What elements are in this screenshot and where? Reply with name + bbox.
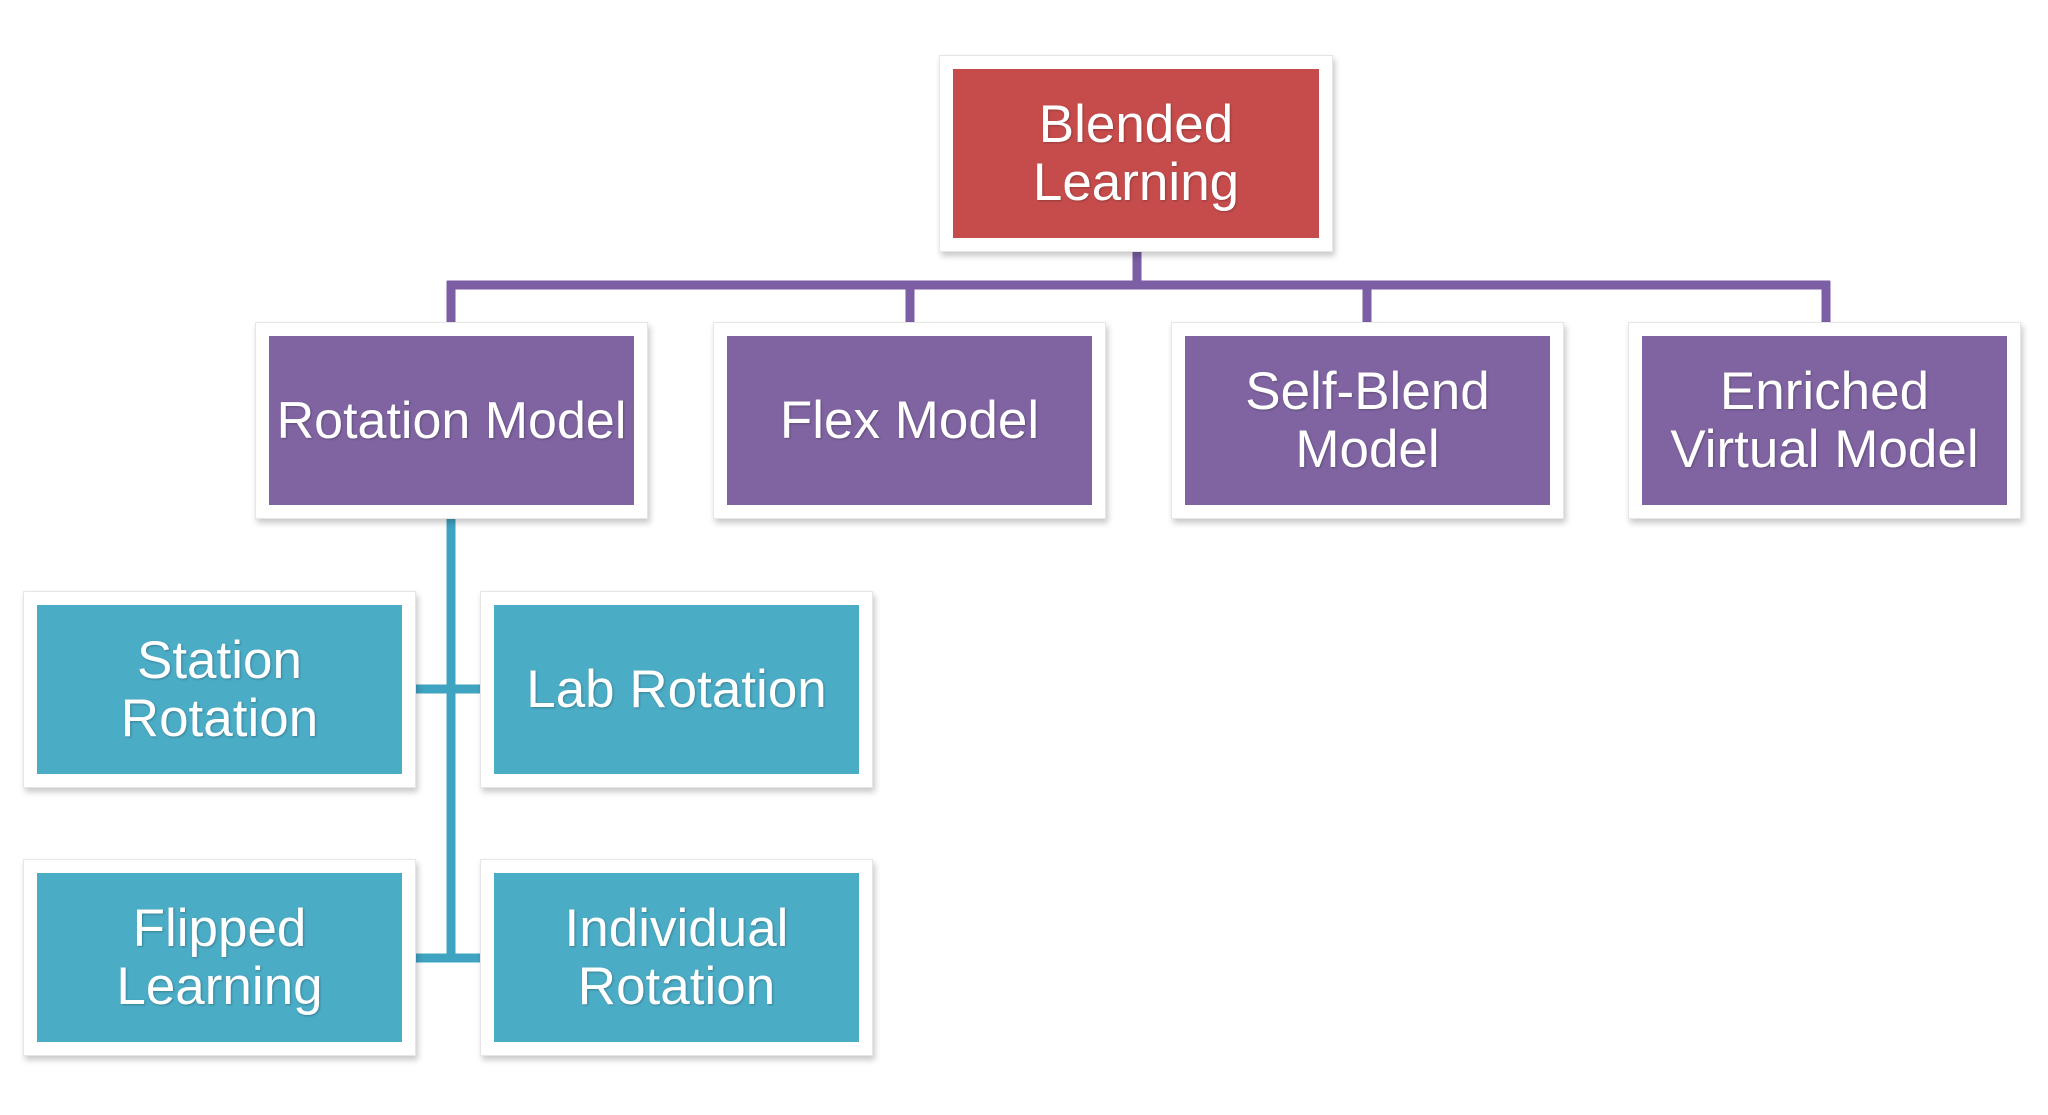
individual-rotation-node: Individual Rotation <box>480 859 873 1056</box>
station-rotation-label: Station Rotation <box>37 605 402 774</box>
self-blend-model-label: Self-Blend Model <box>1185 336 1550 505</box>
flipped-learning-label: Flipped Learning <box>37 873 402 1042</box>
station-rotation-node: Station Rotation <box>23 591 416 788</box>
model-connectors <box>446 252 1831 322</box>
enriched-virtual-model-label: Enriched Virtual Model <box>1642 336 2007 505</box>
flex-model-node: Flex Model <box>713 322 1106 519</box>
flipped-learning-node: Flipped Learning <box>23 859 416 1056</box>
self-blend-model-node: Self-Blend Model <box>1171 322 1564 519</box>
rotation-model-node: Rotation Model <box>255 322 648 519</box>
rotation-model-label: Rotation Model <box>269 336 634 505</box>
blended-learning-node: Blended Learning <box>939 55 1333 252</box>
blended-learning-label: Blended Learning <box>953 69 1319 238</box>
enriched-virtual-model-node: Enriched Virtual Model <box>1628 322 2021 519</box>
rotation-type-connectors <box>416 519 480 963</box>
lab-rotation-node: Lab Rotation <box>480 591 873 788</box>
flex-model-label: Flex Model <box>727 336 1092 505</box>
individual-rotation-label: Individual Rotation <box>494 873 859 1042</box>
lab-rotation-label: Lab Rotation <box>494 605 859 774</box>
